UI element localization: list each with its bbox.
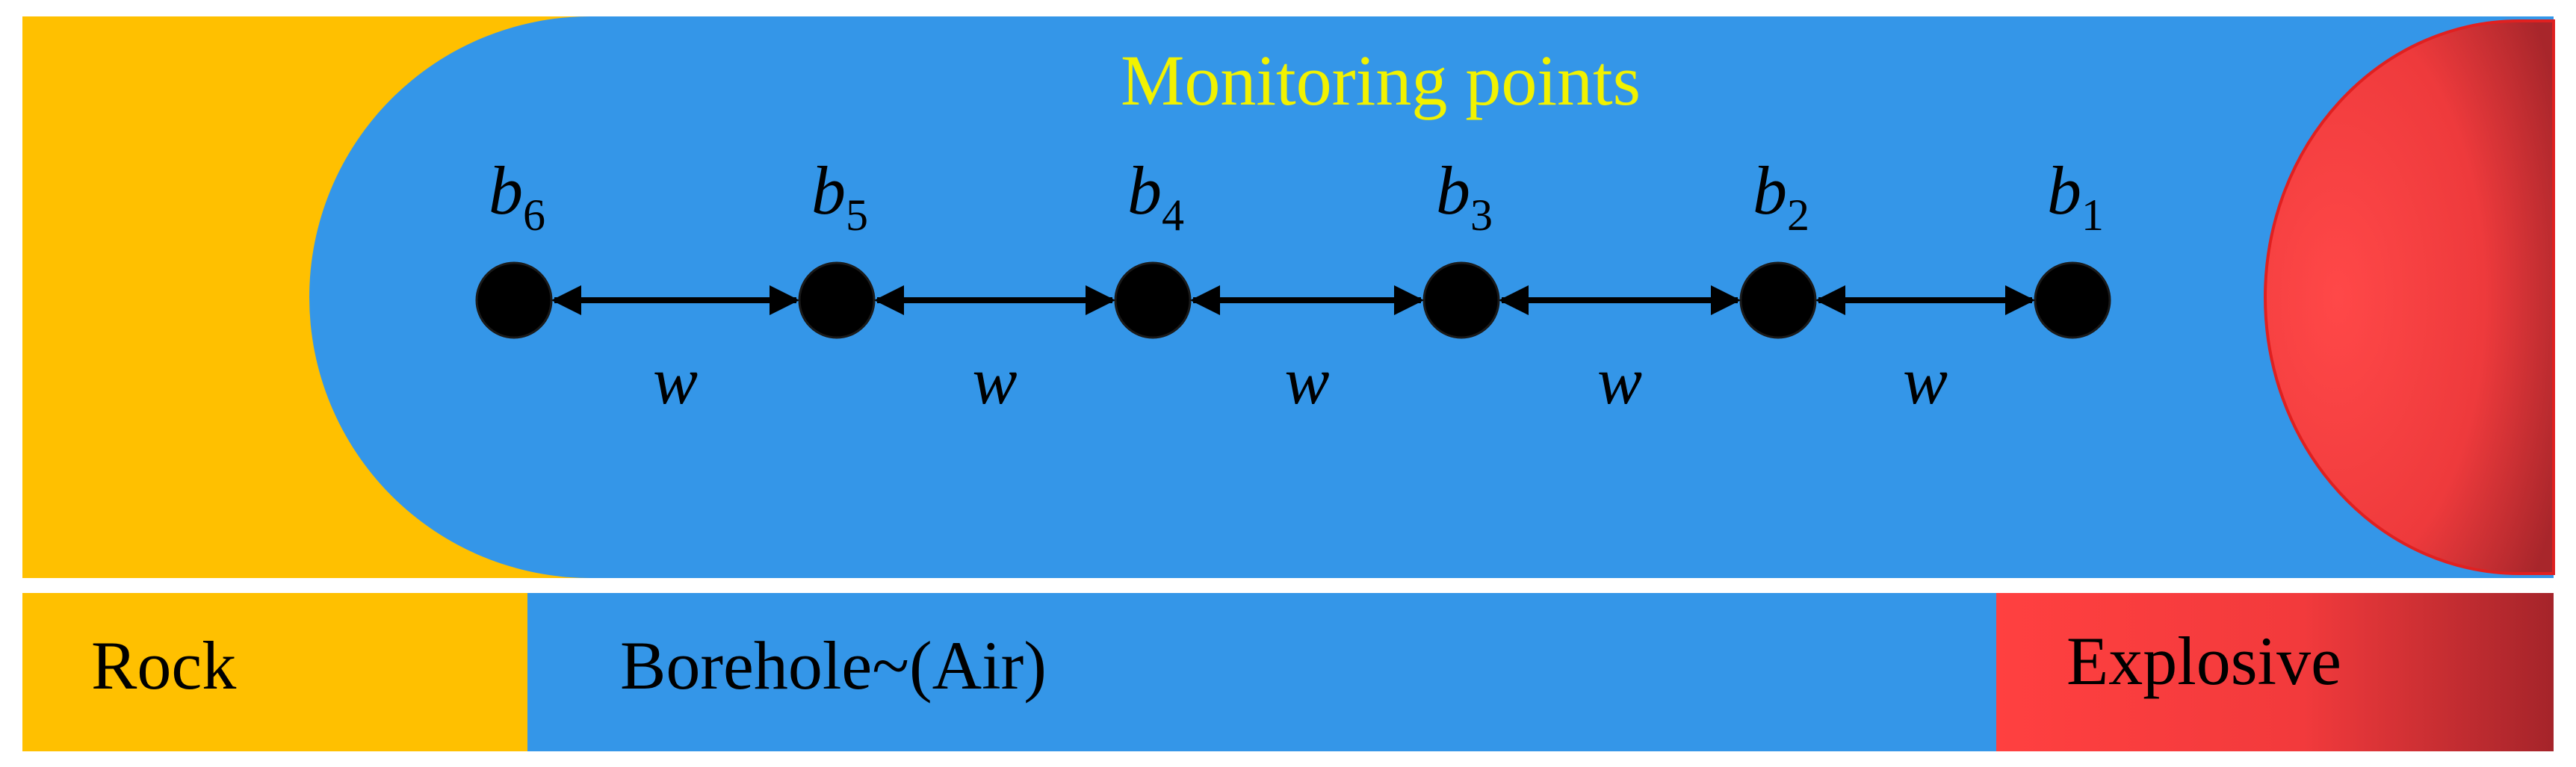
legend-explosive-label: Explosive [2066, 623, 2341, 699]
spacing-label: w [1597, 344, 1642, 418]
monitoring-point-marker [2034, 261, 2111, 339]
spacing-label: w [1903, 344, 1948, 418]
monitoring-point-marker [1114, 261, 1192, 339]
legend-borehole-label: Borehole~(Air) [620, 627, 1047, 704]
legend-strip: Rock Borehole~(Air) Explosive [22, 593, 2554, 751]
monitoring-point-label: b2 [1753, 152, 1809, 240]
monitoring-point-marker [1739, 261, 1817, 339]
monitoring-point-marker [475, 261, 553, 339]
diagram-title: Monitoring points [1121, 40, 1641, 120]
monitoring-point: b2 [1739, 152, 1817, 339]
legend-rock-swatch [22, 593, 527, 751]
spacing-label: w [653, 344, 698, 418]
spacing-label: w [1284, 344, 1329, 418]
explosive-charge [2264, 19, 2555, 575]
monitoring-point-marker [1422, 261, 1500, 339]
legend-explosive-swatch [1996, 593, 2554, 751]
spacing-label: w [972, 344, 1017, 418]
legend-borehole-swatch [527, 593, 1996, 751]
monitoring-point-marker [798, 261, 876, 339]
legend-rock-label: Rock [91, 627, 236, 704]
